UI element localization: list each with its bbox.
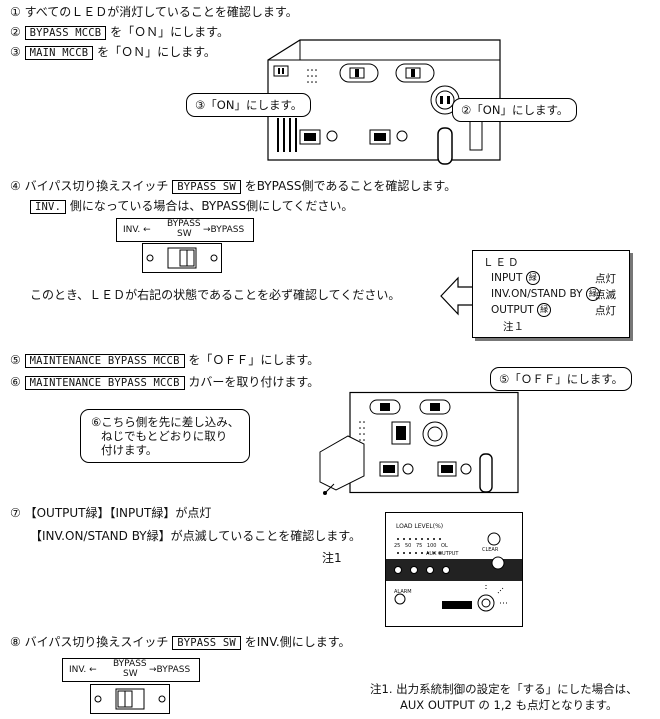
- led-state: 点灯: [595, 273, 616, 285]
- step-1: ① すべてのＬＥＤが消灯していることを確認します。: [10, 4, 298, 20]
- led-label: OUTPUT: [491, 304, 534, 316]
- step-text: すべてのＬＥＤが消灯していることを確認します。: [24, 5, 298, 19]
- callout-step-2: ②「ON」にします。: [452, 98, 578, 122]
- step-7: ⑦ 【OUTPUT緑】【INPUT緑】が点灯: [10, 505, 211, 521]
- led-label: INV.ON/STAND BY: [491, 288, 583, 300]
- step-7b: 【INV.ON/STAND BY緑】が点滅していることを確認します。: [30, 528, 361, 544]
- step-8: ⑧ バイパス切り換えスイッチ BYPASS SW をINV.側にします。: [10, 634, 351, 651]
- step-4b: INV. 側になっている場合は、BYPASS側にしてください。: [30, 198, 353, 215]
- step-5: ⑤ MAINTENANCE BYPASS MCCB を「ＯＦＦ」にします。: [10, 352, 319, 369]
- ups-rear-illustration-2: [319, 391, 519, 495]
- arrow-left-icon: [440, 276, 474, 316]
- main-mccb-label: MAIN MCCB: [24, 46, 94, 60]
- step-text: をINV.側にします。: [244, 635, 351, 649]
- bypass-switch-2: [90, 684, 170, 714]
- led-row-output: OUTPUT 緑: [491, 303, 552, 317]
- green-circle-icon: 緑: [585, 287, 600, 301]
- led-title: ＬＥＤ: [483, 257, 521, 269]
- switch-right-text: →BYPASS: [149, 665, 191, 675]
- clear-label: CLEAR: [482, 547, 499, 553]
- ups-rear-illustration-1: [267, 39, 501, 165]
- switch-bottom-text: SW: [177, 229, 192, 239]
- step-text: 【OUTPUT緑】【INPUT緑】が点灯: [24, 506, 212, 520]
- step-number: ⑤: [10, 353, 21, 367]
- switch-top-text: BYPASS: [167, 219, 201, 229]
- step-number: ②: [10, 25, 21, 39]
- footnote-line-1: 注1. 出力系統制御の設定を「する」にした場合は、: [370, 682, 638, 696]
- led-row-inv: INV.ON/STAND BY 緑: [491, 287, 600, 301]
- bypass-switch-1: [142, 243, 222, 273]
- switch-left-text: INV. ←: [69, 665, 97, 675]
- bypass-switch-label-box-1: INV. ← BYPASS SW →BYPASS: [116, 218, 254, 242]
- step-text: を「ＯＮ」にします。: [97, 45, 216, 59]
- led-state: 点灯: [595, 305, 616, 317]
- load-level-ticks: 25 50 75 100 OL: [394, 543, 448, 549]
- bypass-sw-label: BYPASS SW: [172, 636, 241, 650]
- led-status-box: ＬＥＤ INPUT 緑 点灯 INV.ON/STAND BY 緑 点滅 OUTP…: [472, 250, 630, 338]
- switch-left-text: INV. ←: [123, 225, 151, 235]
- callout-line: ⑥こちら側を先に差し込み、: [91, 415, 240, 429]
- callout-line: 付けます。: [101, 443, 158, 457]
- step-text: 側になっている場合は、BYPASS側にしてください。: [69, 199, 354, 213]
- step-6: ⑥ MAINTENANCE BYPASS MCCB カバーを取り付けます。: [10, 374, 319, 391]
- led-note: 注１: [503, 321, 524, 333]
- step-3: ③ MAIN MCCB を「ＯＮ」にします。: [10, 44, 216, 61]
- step-4: ④ バイパス切り換えスイッチ BYPASS SW をBYPASS側であることを確…: [10, 178, 456, 195]
- step-text: 【INV.ON/STAND BY緑】が点滅していることを確認します。: [30, 529, 362, 543]
- footnote-line-2: AUX OUTPUT の 1,2 も点灯となります。: [400, 698, 618, 712]
- step-text-pre: バイパス切り換えスイッチ: [24, 635, 169, 649]
- maintenance-bypass-mccb-label: MAINTENANCE BYPASS MCCB: [24, 376, 185, 390]
- callout-step-5: ⑤「ＯＦＦ」にします。: [490, 367, 633, 391]
- led-row-input: INPUT 緑: [491, 271, 540, 285]
- step-7c: 注1: [322, 550, 342, 566]
- step-text: カバーを取り付けます。: [188, 375, 320, 389]
- switch-right-text: →BYPASS: [203, 225, 245, 235]
- step-text-pre: バイパス切り換えスイッチ: [24, 179, 169, 193]
- callout-step-3: ③「ON」にします。: [186, 93, 312, 117]
- step-number: ⑥: [10, 375, 21, 389]
- maintenance-bypass-mccb-label: MAINTENANCE BYPASS MCCB: [24, 354, 185, 368]
- inv-label: INV.: [30, 200, 67, 214]
- step-number: ③: [10, 45, 21, 59]
- step-number: ⑦: [10, 506, 21, 520]
- green-circle-icon: 緑: [537, 303, 552, 317]
- green-circle-icon: 緑: [525, 271, 540, 285]
- bypass-switch-label-box-2: INV. ← BYPASS SW →BYPASS: [62, 658, 200, 682]
- step-2: ② BYPASS MCCB を「ＯＮ」にします。: [10, 24, 229, 41]
- load-level-label: LOAD LEVEL(%): [396, 523, 444, 530]
- led-state: 点滅: [595, 289, 616, 301]
- panel-labels: AUX OUTPUT: [426, 551, 459, 557]
- step-number: ④: [10, 179, 21, 193]
- bypass-sw-label: BYPASS SW: [172, 180, 241, 194]
- front-panel-illustration: LOAD LEVEL(%) 25 50 75 100 OL AUX OUTPUT…: [385, 512, 523, 627]
- callout-line: ねじでもとどおりに取り: [101, 429, 228, 443]
- step-number: ⑧: [10, 635, 21, 649]
- step-text: このとき、ＬＥＤが右記の状態であることを必ず確認してください。: [30, 288, 401, 302]
- step-text: を「ＯＮ」にします。: [110, 25, 229, 39]
- led-label: INPUT: [491, 272, 523, 284]
- note-ref: 注1: [322, 551, 342, 565]
- front-panel-graphic: [386, 532, 522, 612]
- step-text: をBYPASS側であることを確認します。: [244, 179, 457, 193]
- bypass-mccb-label: BYPASS MCCB: [24, 26, 107, 40]
- switch-top-text: BYPASS: [113, 659, 147, 669]
- step-number: ①: [10, 5, 21, 19]
- step-text: を「ＯＦＦ」にします。: [188, 353, 320, 367]
- alarm-label: ALARM: [394, 589, 412, 595]
- step-4c: このとき、ＬＥＤが右記の状態であることを必ず確認してください。: [30, 287, 400, 303]
- switch-bottom-text: SW: [123, 669, 138, 679]
- callout-step-6: ⑥こちら側を先に差し込み、 ねじでもとどおりに取り 付けます。: [80, 409, 251, 463]
